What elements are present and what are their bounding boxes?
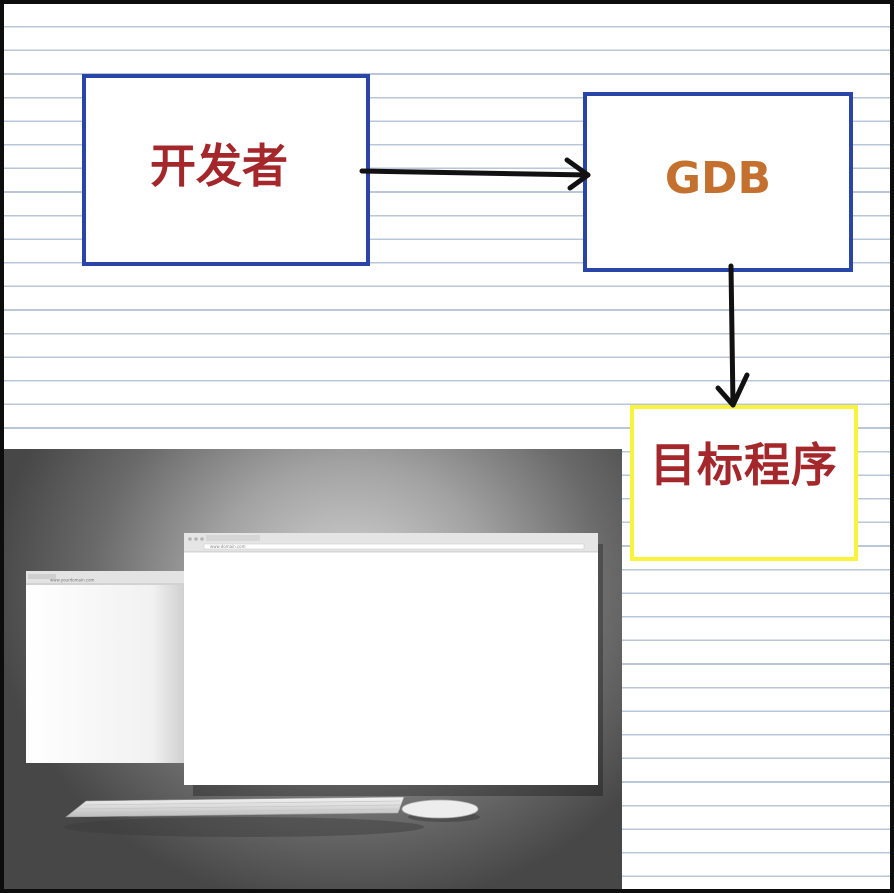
front-window-url: www.domain.com (210, 544, 246, 549)
gdb-node: GDB (583, 92, 853, 272)
developer-node: 开发者 (82, 74, 370, 266)
keyboard (64, 796, 424, 837)
back-browser-window: www.yourdomain.com (26, 571, 184, 763)
arrow-gdb-to-target (715, 263, 750, 408)
developer-label: 开发者 (150, 139, 288, 193)
target-program-node: 目标程序 (630, 405, 858, 561)
mouse (401, 799, 480, 822)
computer-photo-illustration: www.yourdomain.com www.domain.com (26, 533, 603, 837)
front-browser-window: www.domain.com (184, 533, 603, 796)
gdb-label: GDB (664, 153, 772, 204)
computer-photo: www.yourdomain.com www.domain.com (4, 449, 622, 889)
target-program-label: 目标程序 (650, 438, 838, 492)
arrow-developer-to-gdb (359, 157, 591, 191)
back-window-url: www.yourdomain.com (50, 578, 95, 583)
